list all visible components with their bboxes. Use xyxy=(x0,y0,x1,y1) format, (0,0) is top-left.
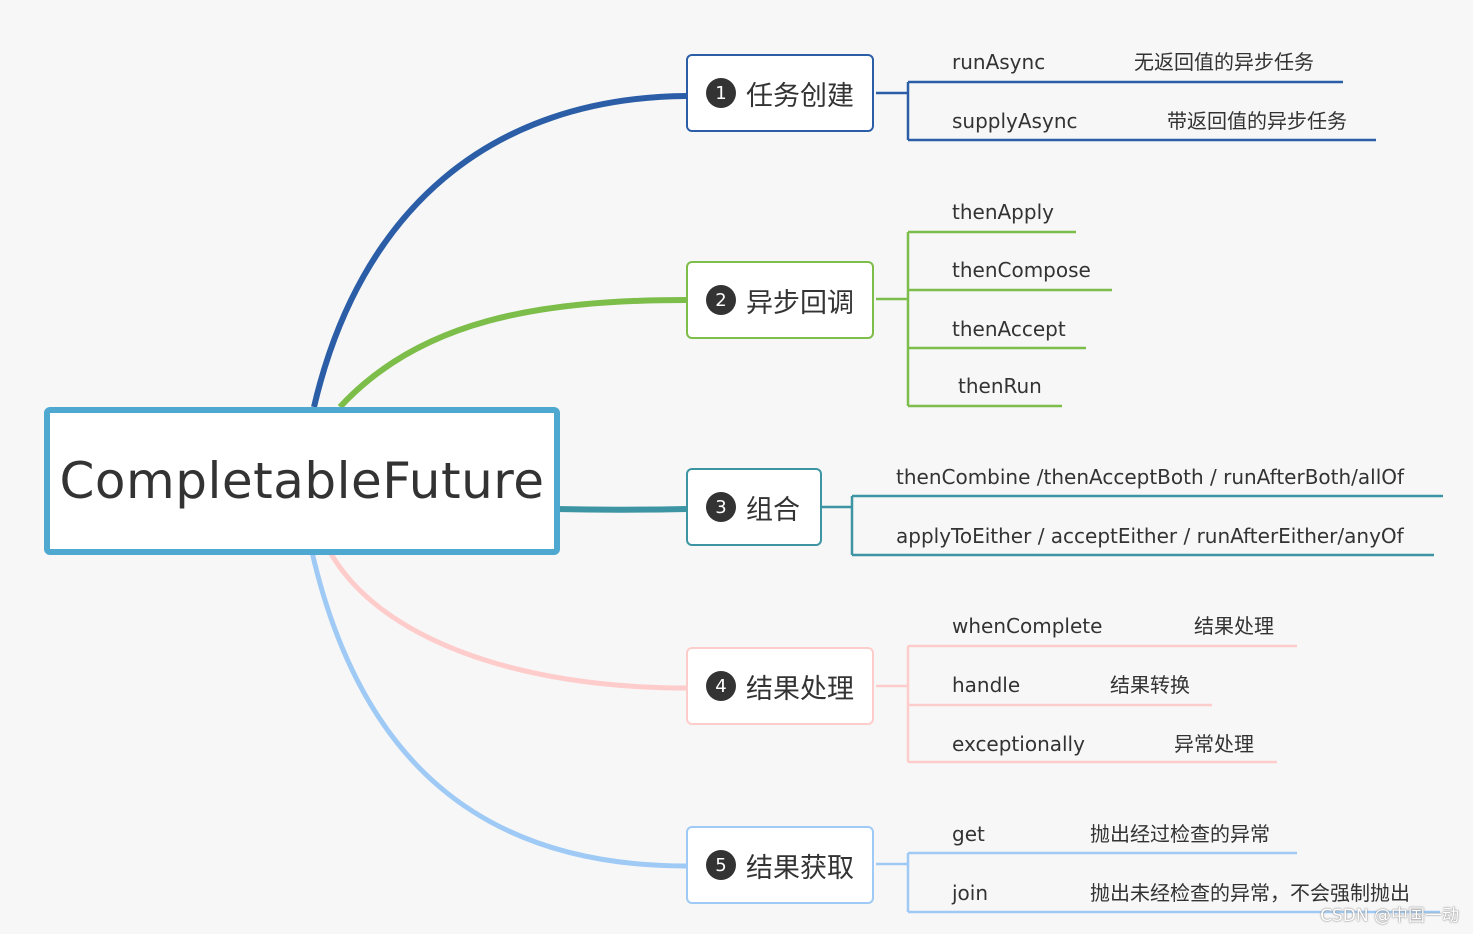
topic-task-create[interactable]: 1 任务创建 xyxy=(686,54,874,132)
topic-label: 结果处理 xyxy=(746,673,854,705)
topic-async-callback[interactable]: 2 异步回调 xyxy=(686,261,874,339)
leaf-join-desc: 抛出未经检查的异常，不会强制抛出 xyxy=(1090,881,1410,905)
leaf-thenaccept[interactable]: thenAccept xyxy=(952,317,1066,341)
leaf-combine-either[interactable]: applyToEither / acceptEither / runAfterE… xyxy=(896,524,1404,548)
leaf-get[interactable]: get xyxy=(952,822,985,846)
leaf-whencomplete[interactable]: whenComplete xyxy=(952,614,1103,638)
badge-3-icon: 3 xyxy=(706,492,736,522)
topic-combine[interactable]: 3 组合 xyxy=(686,468,822,546)
badge-5-icon: 5 xyxy=(706,850,736,880)
leaf-supplyasync[interactable]: supplyAsync xyxy=(952,109,1078,133)
subtree-2-lines xyxy=(876,230,1112,408)
leaf-runasync[interactable]: runAsync xyxy=(952,50,1046,74)
badge-1-icon: 1 xyxy=(706,78,736,108)
subtree-5-lines xyxy=(876,851,1440,914)
leaf-handle-desc: 结果转换 xyxy=(1110,673,1190,697)
topic-label: 任务创建 xyxy=(746,80,854,112)
root-label: CompletableFuture xyxy=(59,452,545,510)
topic-label: 组合 xyxy=(746,494,800,526)
branch-result-process xyxy=(327,550,687,691)
leaf-exceptionally-desc: 异常处理 xyxy=(1174,732,1254,756)
leaf-handle[interactable]: handle xyxy=(952,673,1021,697)
topic-result-get[interactable]: 5 结果获取 xyxy=(686,826,874,904)
leaf-get-desc: 抛出经过检查的异常 xyxy=(1090,822,1270,846)
watermark: CSDN @中国一动 xyxy=(1320,906,1459,926)
topic-result-process[interactable]: 4 结果处理 xyxy=(686,647,874,725)
root-node[interactable]: CompletableFuture xyxy=(44,407,560,555)
badge-2-icon: 2 xyxy=(706,285,736,315)
leaf-thencompose[interactable]: thenCompose xyxy=(952,258,1091,282)
topic-label: 结果获取 xyxy=(746,852,854,884)
branch-task-create xyxy=(311,93,687,408)
leaf-runasync-desc: 无返回值的异步任务 xyxy=(1134,50,1314,74)
branch-async-callback xyxy=(337,297,687,410)
subtree-4-lines xyxy=(876,644,1297,764)
leaf-exceptionally[interactable]: exceptionally xyxy=(952,732,1085,756)
topic-label: 异步回调 xyxy=(746,287,854,319)
leaf-combine-both[interactable]: thenCombine /thenAcceptBoth / runAfterBo… xyxy=(896,465,1405,489)
leaf-thenrun[interactable]: thenRun xyxy=(958,374,1042,398)
branch-result-get xyxy=(309,551,687,869)
subtree-3-lines xyxy=(822,494,1443,557)
branch-combine xyxy=(555,506,687,513)
leaf-join[interactable]: join xyxy=(952,881,989,905)
leaf-supplyasync-desc: 带返回值的异步任务 xyxy=(1167,109,1347,133)
leaf-whencomplete-desc: 结果处理 xyxy=(1194,614,1274,638)
badge-4-icon: 4 xyxy=(706,671,736,701)
leaf-thenapply[interactable]: thenApply xyxy=(952,200,1054,224)
subtree-1-lines xyxy=(876,80,1376,142)
